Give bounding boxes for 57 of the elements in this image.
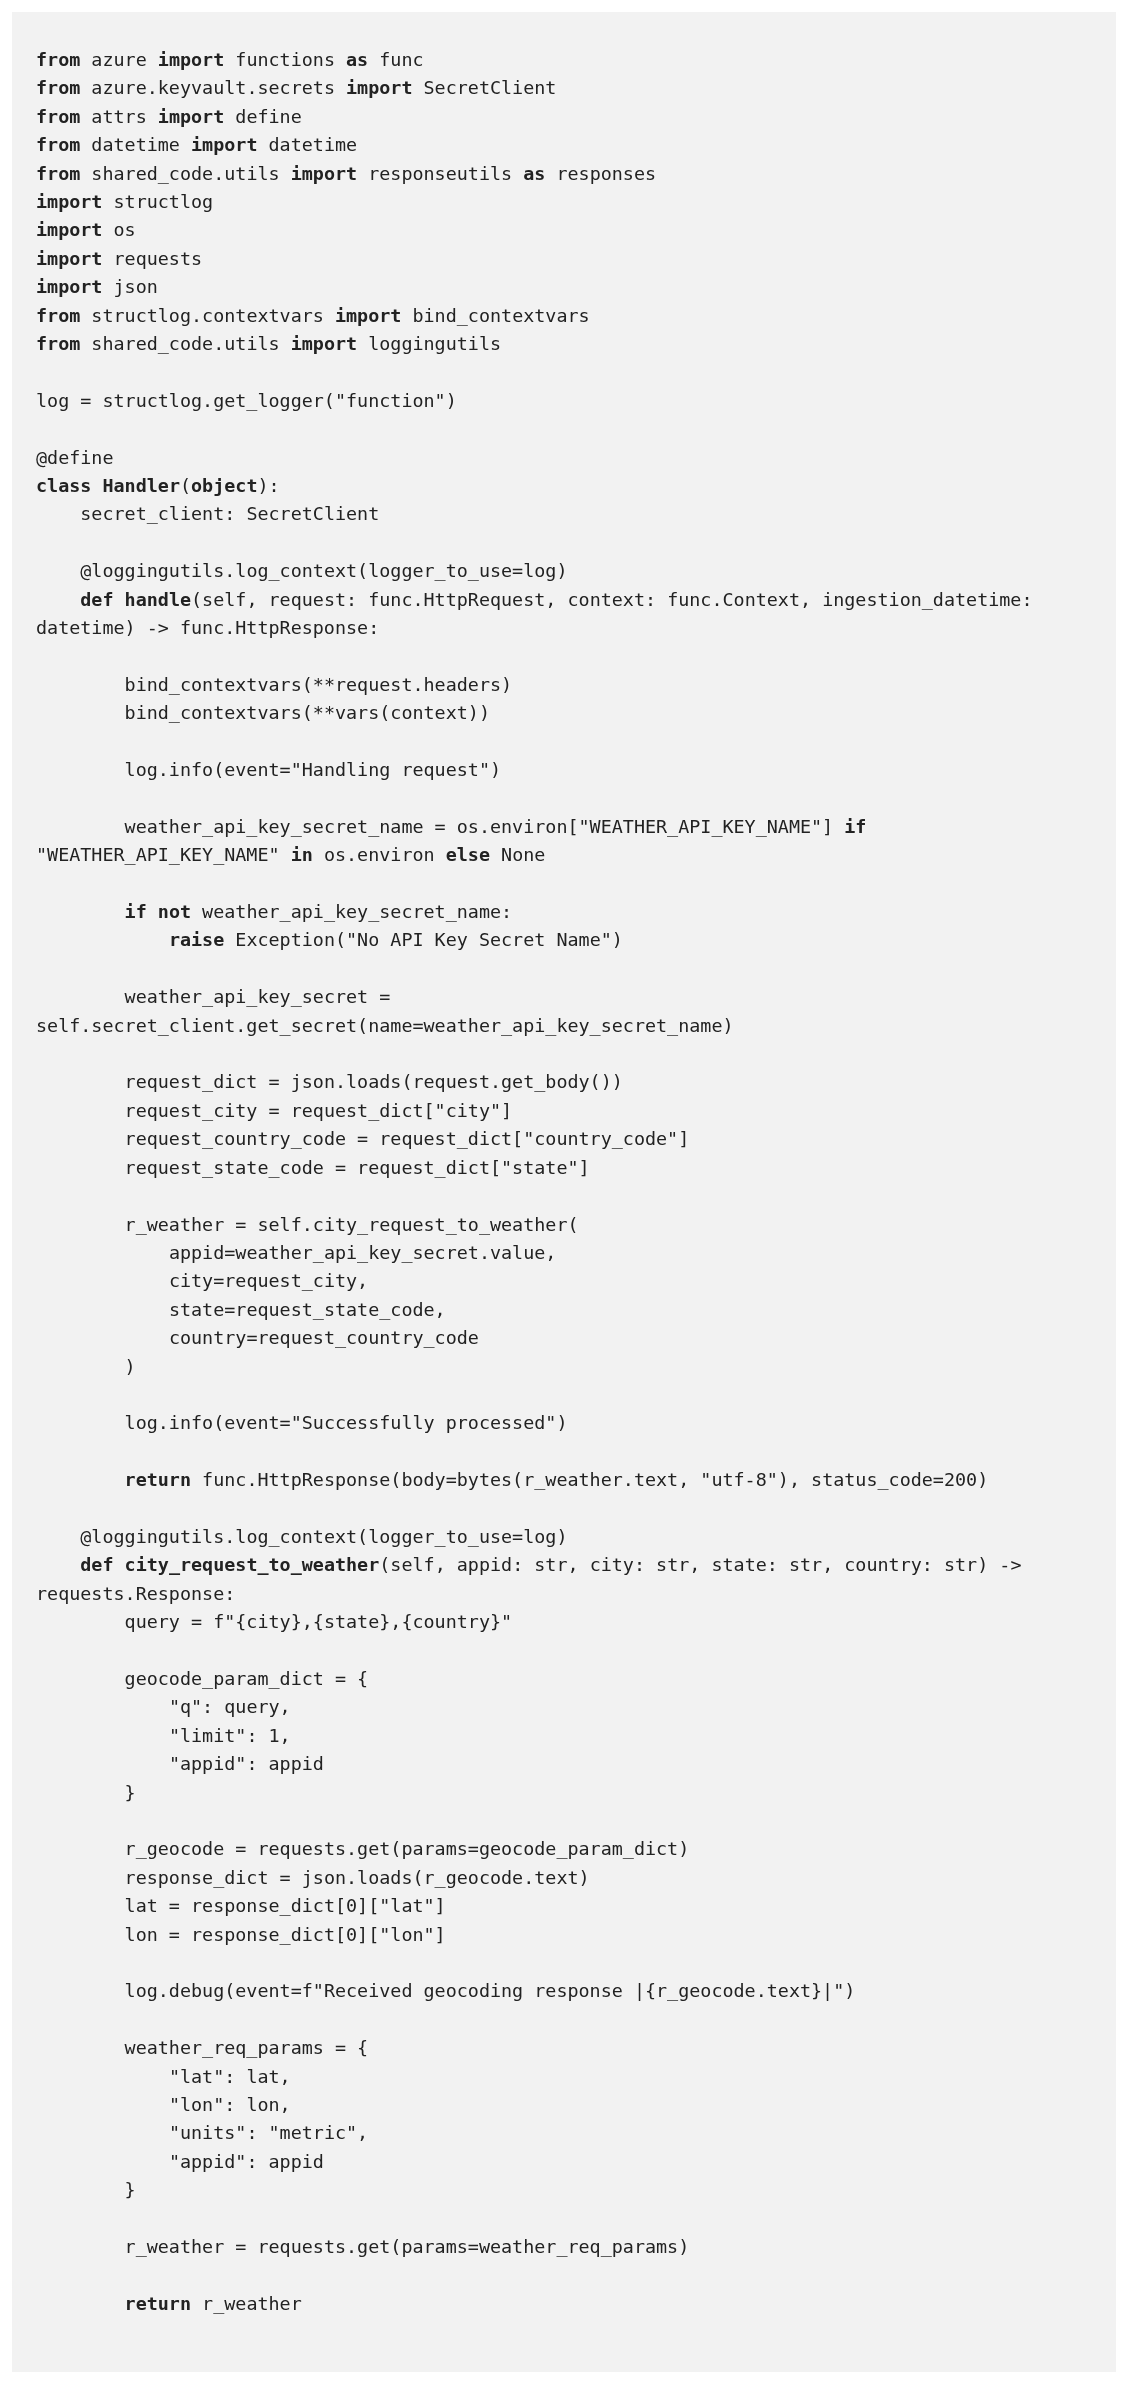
code-line: request_country_code = request_dict["country_code"] bbox=[123, 1127, 691, 1152]
code-line: def handle(self, request: func.HttpRequest, context: func.Context, ingestion_datetime: datetime) -> func.HttpResponse: bbox=[36, 587, 1034, 641]
code-line: return func.HttpResponse(body=bytes(r_weather.text, "utf-8"), status_code=200) bbox=[123, 1468, 990, 1493]
code-line: class Handler(object): bbox=[36, 474, 281, 499]
code-line: lon = response_dict[0]["lon"] bbox=[123, 1922, 447, 1947]
code-line: from attrs import define bbox=[36, 104, 303, 129]
code-line: state=request_state_code, bbox=[167, 1297, 447, 1322]
code-line: log.info(event="Handling request") bbox=[123, 758, 503, 783]
code-line: log.debug(event=f"Received geocoding response |{r_geocode.text}|") bbox=[123, 1979, 857, 2004]
code-line: from shared_code.utils import loggingutils bbox=[36, 332, 503, 357]
code-line: "units": "metric", bbox=[167, 2121, 370, 2146]
code-line: country=request_country_code bbox=[167, 1326, 480, 1351]
code-line: log = structlog.get_logger("function") bbox=[36, 388, 458, 413]
code-line: r_weather = requests.get(params=weather_req_params) bbox=[123, 2235, 691, 2259]
code-line: } bbox=[123, 2178, 137, 2203]
code-line: "lon": lon, bbox=[167, 2093, 292, 2117]
code-line: @define bbox=[36, 445, 115, 470]
code-line: geocode_param_dict = { bbox=[123, 1666, 370, 1691]
code-line: response_dict = json.loads(r_geocode.text) bbox=[123, 1865, 591, 1890]
code-line: appid=weather_api_key_secret.value, bbox=[167, 1240, 558, 1265]
code-line: from shared_code.utils import responseutils as responses bbox=[36, 161, 658, 186]
code-line: def city_request_to_weather(self, appid: str, city: str, state: str, country: str) -> requests.Response: bbox=[36, 1553, 1023, 1606]
code-line: lat = response_dict[0]["lat"] bbox=[123, 1894, 447, 1919]
code-line: @loggingutils.log_context(logger_to_use=log) bbox=[79, 559, 569, 584]
code-line: return r_weather bbox=[123, 2291, 303, 2316]
code-line: request_state_code = request_dict["state"] bbox=[123, 1155, 591, 1180]
code-line: weather_req_params = { bbox=[123, 2036, 370, 2061]
code-line: @loggingutils.log_context(logger_to_use=log) bbox=[79, 1524, 569, 1549]
code-line: import json bbox=[36, 275, 159, 300]
code-line: import requests bbox=[36, 246, 204, 271]
code-line: weather_api_key_secret = self.secret_client.get_secret(name=weather_api_key_secret_name) bbox=[36, 985, 735, 1038]
code-line: city=request_city, bbox=[167, 1269, 370, 1294]
code-line: request_dict = json.loads(request.get_body()) bbox=[123, 1070, 624, 1095]
code-line: raise Exception("No API Key Secret Name") bbox=[167, 928, 624, 953]
code-line: request_city = request_dict["city"] bbox=[123, 1098, 514, 1123]
code-line: import os bbox=[36, 218, 137, 243]
code-line: if not weather_api_key_secret_name: bbox=[123, 900, 514, 925]
code-line: from azure.keyvault.secrets import SecretClient bbox=[36, 76, 558, 101]
code-line: r_geocode = requests.get(params=geocode_param_dict) bbox=[123, 1837, 691, 1862]
code-line: "limit": 1, bbox=[167, 1723, 292, 1748]
code-line: "q": query, bbox=[167, 1695, 292, 1720]
code-line: from datetime import datetime bbox=[36, 133, 359, 158]
code-line: ) bbox=[123, 1354, 137, 1379]
code-line: from structlog.contextvars import bind_contextvars bbox=[36, 303, 591, 328]
code-line: secret_client: SecretClient bbox=[79, 502, 381, 527]
code-line: weather_api_key_secret_name = os.environ["WEATHER_API_KEY_NAME"] if "WEATHER_API_KEY_NAME" in os.environ else None bbox=[36, 814, 868, 868]
code-line: "lat": lat, bbox=[167, 2064, 292, 2089]
code-line: } bbox=[123, 1780, 137, 1805]
code-line: from azure import functions as func bbox=[36, 48, 425, 72]
code-line: query = f"{city},{state},{country}" bbox=[123, 1610, 514, 1635]
code-line: r_weather = self.city_request_to_weather( bbox=[123, 1212, 580, 1237]
code-line: "appid": appid bbox=[167, 2149, 325, 2174]
code-line: import structlog bbox=[36, 190, 215, 215]
code-line: log.info(event="Successfully processed") bbox=[123, 1411, 569, 1436]
code-line: bind_contextvars(**vars(context)) bbox=[123, 701, 491, 726]
code-line: "appid": appid bbox=[167, 1752, 325, 1777]
code-line: bind_contextvars(**request.headers) bbox=[123, 672, 514, 697]
